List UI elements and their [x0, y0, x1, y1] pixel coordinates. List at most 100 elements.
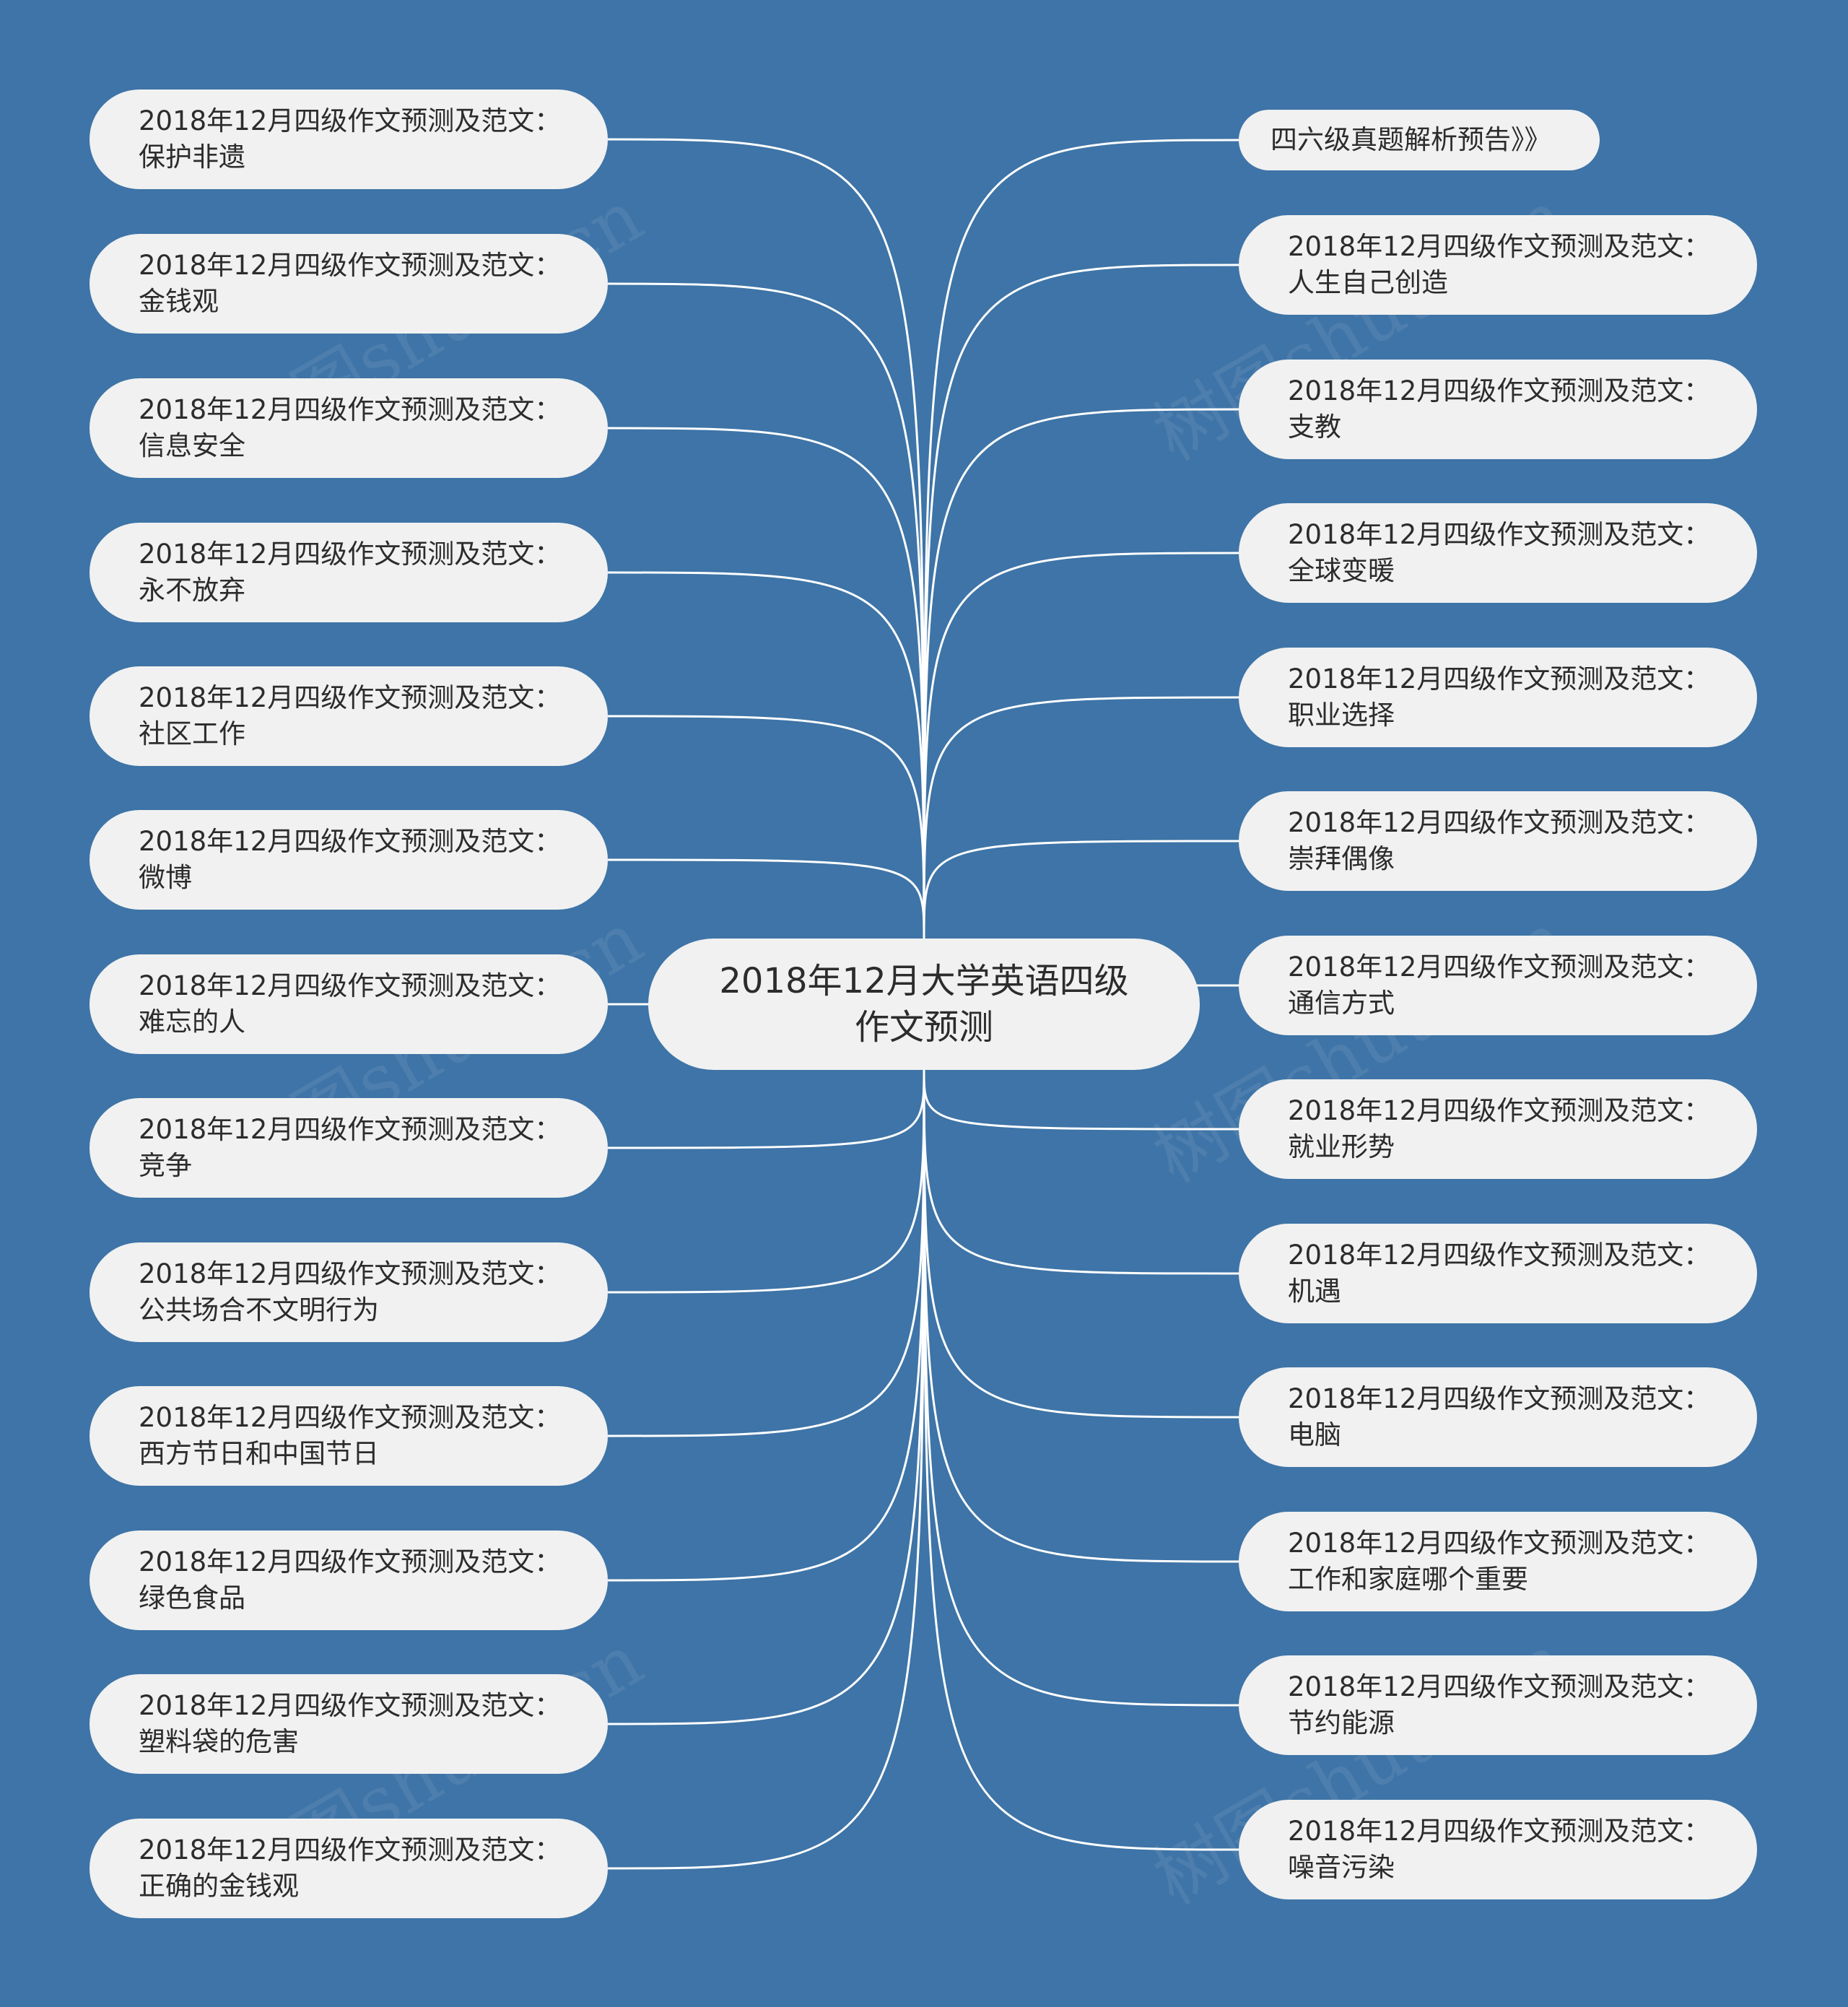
node-prefix: 2018年12月四级作文预测及范文：	[1288, 1528, 1711, 1559]
node-topic: 节约能源	[1288, 1707, 1395, 1738]
node-prefix: 2018年12月四级作文预测及范文：	[139, 970, 562, 1001]
connector-line	[923, 552, 1239, 939]
node-topic: 崇拜偶像	[1288, 843, 1395, 874]
connector-line	[607, 282, 925, 939]
left-topic-node[interactable]: 2018年12月四级作文预测及范文： 永不放弃	[90, 523, 608, 622]
connector-line	[607, 1069, 925, 1437]
node-prefix: 2018年12月四级作文预测及范文：	[139, 105, 562, 136]
right-topic-node[interactable]: 2018年12月四级作文预测及范文： 通信方式	[1239, 936, 1757, 1035]
connector-line	[923, 1069, 1239, 1707]
connector-line	[607, 427, 925, 939]
connector-line	[923, 840, 1239, 939]
connector-line	[607, 571, 925, 939]
connector-line	[607, 715, 925, 939]
node-prefix: 2018年12月四级作文预测及范文：	[1288, 1671, 1711, 1702]
left-topic-node[interactable]: 2018年12月四级作文预测及范文： 公共场合不文明行为	[90, 1242, 608, 1342]
left-topic-node[interactable]: 2018年12月四级作文预测及范文： 绿色食品	[90, 1531, 608, 1630]
node-prefix: 2018年12月四级作文预测及范文：	[139, 1546, 562, 1577]
center-topic-node[interactable]: 2018年12月大学英语四级 作文预测	[648, 939, 1200, 1070]
node-prefix: 2018年12月四级作文预测及范文：	[1288, 952, 1711, 983]
connector-line	[923, 264, 1239, 939]
node-prefix: 2018年12月四级作文预测及范文：	[139, 1258, 562, 1289]
node-topic: 信息安全	[139, 430, 245, 461]
node-prefix: 2018年12月四级作文预测及范文：	[139, 1690, 562, 1721]
connector-line	[923, 1069, 1239, 1131]
left-topic-node[interactable]: 2018年12月四级作文预测及范文： 信息安全	[90, 378, 608, 478]
right-topic-node[interactable]: 2018年12月四级作文预测及范文： 就业形势	[1239, 1079, 1757, 1179]
node-topic: 塑料袋的危害	[139, 1726, 299, 1757]
left-topic-node[interactable]: 2018年12月四级作文预测及范文： 保护非遗	[90, 90, 608, 189]
center-title-line-2: 作文预测	[854, 1007, 993, 1048]
connector-line	[923, 1069, 1239, 1275]
node-prefix: 2018年12月四级作文预测及范文：	[1288, 1095, 1711, 1126]
node-topic: 人生自己创造	[1288, 267, 1448, 298]
right-topic-node[interactable]: 2018年12月四级作文预测及范文： 噪音污染	[1239, 1800, 1757, 1899]
node-prefix: 2018年12月四级作文预测及范文：	[139, 826, 562, 857]
node-topic: 绿色食品	[139, 1582, 245, 1614]
left-topic-node[interactable]: 2018年12月四级作文预测及范文： 微博	[90, 810, 608, 910]
node-topic: 西方节日和中国节日	[139, 1438, 379, 1469]
node-prefix: 2018年12月四级作文预测及范文：	[139, 1402, 562, 1433]
node-topic: 就业形势	[1288, 1131, 1395, 1162]
connector-line	[607, 1069, 925, 1870]
node-prefix: 2018年12月四级作文预测及范文：	[139, 394, 562, 425]
node-topic: 永不放弃	[139, 575, 245, 606]
node-topic: 微博	[139, 862, 192, 893]
connector-line	[923, 696, 1239, 939]
right-topic-node[interactable]: 2018年12月四级作文预测及范文： 职业选择	[1239, 648, 1757, 747]
left-topic-node[interactable]: 2018年12月四级作文预测及范文： 西方节日和中国节日	[90, 1386, 608, 1486]
left-topic-node[interactable]: 2018年12月四级作文预测及范文： 难忘的人	[90, 954, 608, 1054]
node-topic: 工作和家庭哪个重要	[1288, 1564, 1528, 1595]
node-prefix: 2018年12月四级作文预测及范文：	[1288, 231, 1711, 262]
right-topic-node[interactable]: 2018年12月四级作文预测及范文： 节约能源	[1239, 1655, 1757, 1755]
node-prefix: 2018年12月四级作文预测及范文：	[139, 539, 562, 570]
node-topic: 机遇	[1288, 1276, 1341, 1307]
connector-line	[923, 408, 1239, 939]
node-prefix: 2018年12月四级作文预测及范文：	[1288, 1816, 1711, 1847]
left-topic-node[interactable]: 2018年12月四级作文预测及范文： 正确的金钱观	[90, 1819, 608, 1918]
node-topic: 全球变暖	[1288, 555, 1395, 586]
node-prefix: 2018年12月四级作文预测及范文：	[139, 250, 562, 281]
node-topic: 社区工作	[139, 718, 245, 749]
right-topic-node[interactable]: 2018年12月四级作文预测及范文： 崇拜偶像	[1239, 791, 1757, 891]
node-topic: 职业选择	[1288, 700, 1395, 731]
node-prefix: 2018年12月四级作文预测及范文：	[1288, 375, 1711, 406]
center-title-line-1: 2018年12月大学英语四级	[719, 961, 1129, 1001]
node-topic: 噪音污染	[1288, 1852, 1395, 1883]
connector-line	[923, 1069, 1239, 1851]
node-topic: 竞争	[139, 1150, 192, 1181]
node-prefix: 2018年12月四级作文预测及范文：	[139, 1114, 562, 1145]
node-prefix: 2018年12月四级作文预测及范文：	[1288, 1383, 1711, 1414]
node-topic: 正确的金钱观	[139, 1871, 299, 1902]
node-prefix: 2018年12月四级作文预测及范文：	[139, 1834, 562, 1865]
node-topic: 通信方式	[1288, 988, 1395, 1019]
left-topic-node[interactable]: 2018年12月四级作文预测及范文： 社区工作	[90, 666, 608, 766]
left-topic-node[interactable]: 2018年12月四级作文预测及范文： 塑料袋的危害	[90, 1674, 608, 1774]
exam-preview-link-node[interactable]: 四六级真题解析预告》》	[1239, 110, 1600, 170]
right-topic-node[interactable]: 2018年12月四级作文预测及范文： 工作和家庭哪个重要	[1239, 1512, 1757, 1611]
node-prefix: 2018年12月四级作文预测及范文：	[139, 682, 562, 713]
right-topic-node[interactable]: 2018年12月四级作文预测及范文： 支教	[1239, 360, 1757, 459]
connector-line	[607, 1069, 925, 1149]
node-topic: 难忘的人	[139, 1006, 245, 1037]
node-topic: 公共场合不文明行为	[139, 1294, 379, 1325]
left-topic-node[interactable]: 2018年12月四级作文预测及范文： 金钱观	[90, 234, 608, 334]
node-prefix: 2018年12月四级作文预测及范文：	[1288, 1240, 1711, 1271]
right-topic-node[interactable]: 2018年12月四级作文预测及范文： 人生自己创造	[1239, 215, 1757, 315]
connector-line	[607, 858, 925, 939]
right-topic-node[interactable]: 2018年12月四级作文预测及范文： 机遇	[1239, 1224, 1757, 1323]
node-prefix: 2018年12月四级作文预测及范文：	[1288, 663, 1711, 695]
node-topic: 支教	[1288, 412, 1341, 443]
connector-line	[607, 138, 925, 939]
connector-line	[923, 1069, 1239, 1563]
node-prefix: 2018年12月四级作文预测及范文：	[1288, 519, 1711, 550]
exam-preview-label: 四六级真题解析预告》》	[1270, 124, 1551, 155]
connector-line	[607, 1069, 925, 1294]
node-topic: 保护非遗	[139, 142, 245, 173]
node-topic: 金钱观	[139, 286, 219, 317]
right-topic-node[interactable]: 2018年12月四级作文预测及范文： 全球变暖	[1239, 503, 1757, 603]
node-prefix: 2018年12月四级作文预测及范文：	[1288, 807, 1711, 838]
right-topic-node[interactable]: 2018年12月四级作文预测及范文： 电脑	[1239, 1367, 1757, 1467]
left-topic-node[interactable]: 2018年12月四级作文预测及范文： 竞争	[90, 1098, 608, 1198]
